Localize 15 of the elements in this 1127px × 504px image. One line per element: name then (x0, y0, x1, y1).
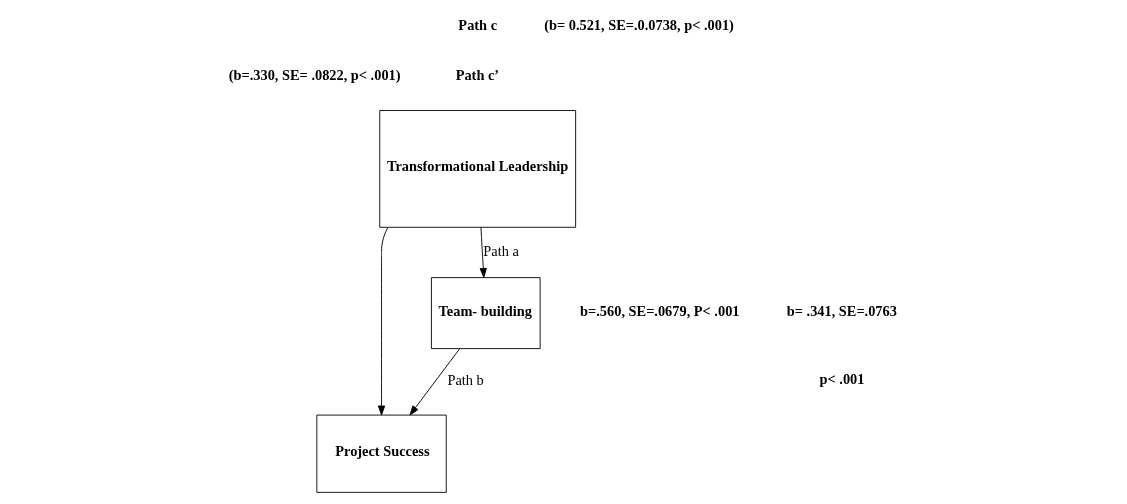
label: b=.560, SE=.0679, P< .001 (580, 302, 740, 319)
edge-label: Path b (447, 372, 484, 389)
label: b= .341, SE=.0763 (786, 302, 897, 319)
node-box: Team- building (430, 277, 541, 350)
label: Path c (458, 17, 498, 34)
arrow (479, 226, 487, 278)
label: (b=.330, SE= .0822, p< .001) (228, 66, 401, 83)
edge-label: Path a (483, 242, 519, 259)
label: (b= 0.521, SE=.0.0738, p< .001) (544, 17, 734, 34)
arrow (409, 348, 461, 416)
node-box: Project Success (316, 414, 447, 493)
label: p< .001 (819, 371, 865, 388)
label: Path c’ (455, 66, 500, 83)
arrow (377, 227, 389, 416)
node-box: Transformational Leadership (379, 110, 577, 228)
